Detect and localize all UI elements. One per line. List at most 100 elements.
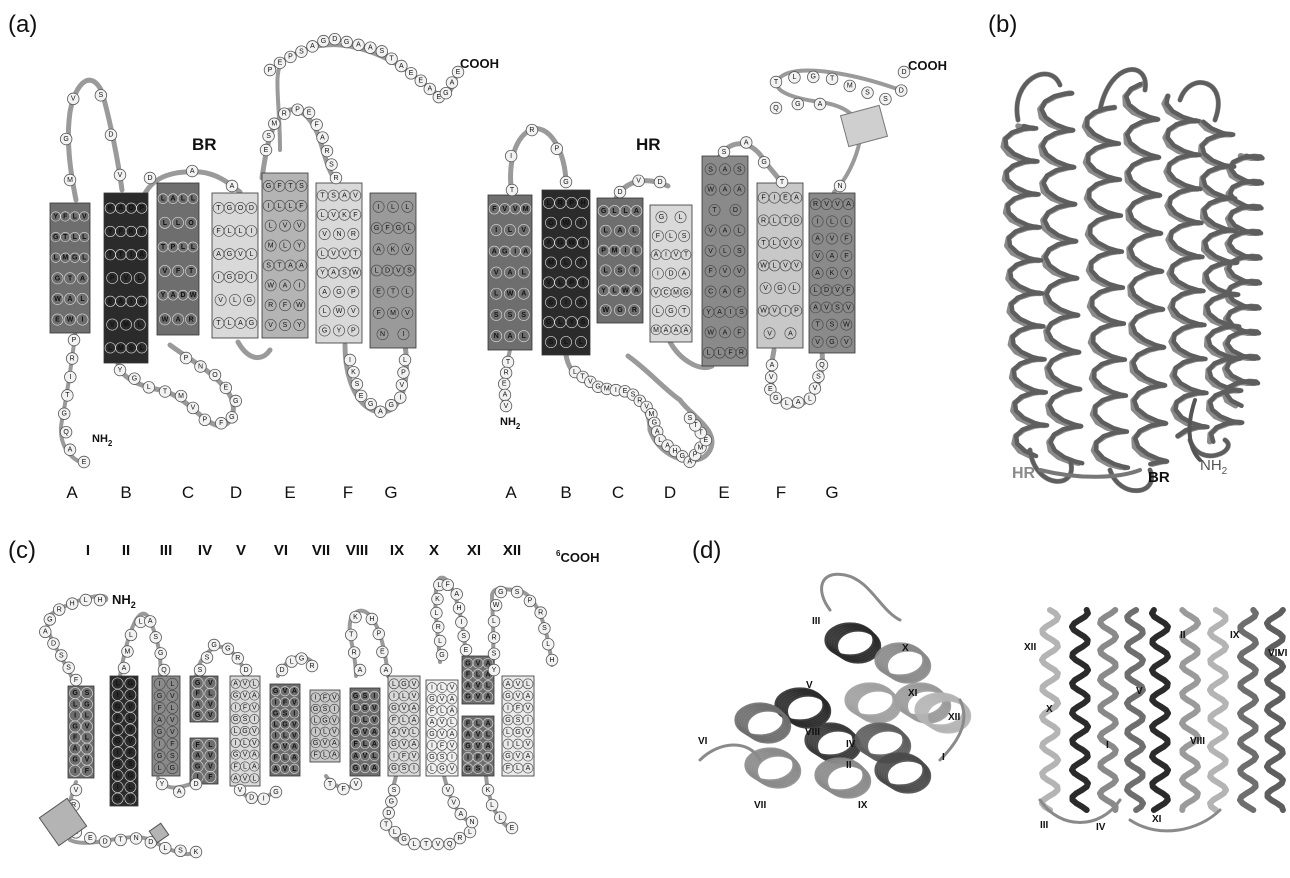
top-view-helix-label: I bbox=[942, 752, 945, 763]
helix-residue-letter: S bbox=[407, 268, 412, 275]
residue-letter: Y bbox=[160, 781, 165, 788]
helix-residue-letter: A bbox=[492, 248, 497, 255]
helix-residue-letter: Y bbox=[108, 228, 113, 235]
helix-residue-letter: F bbox=[273, 755, 278, 762]
residue-letter: V bbox=[191, 405, 196, 412]
top-view-helix-label: IX bbox=[858, 800, 868, 811]
residue-letter: S bbox=[816, 373, 821, 380]
residue-letter: K bbox=[194, 849, 199, 856]
residue-letter: K bbox=[486, 787, 491, 794]
helix-residue-letter: A bbox=[526, 693, 531, 700]
residue-letter: P bbox=[72, 337, 77, 344]
helix-residue-letter: G bbox=[465, 743, 471, 750]
helix-residue-letter: A bbox=[115, 726, 120, 733]
hr-ribbon-label: HR bbox=[1012, 465, 1036, 482]
helix-residue-letter: G bbox=[195, 712, 201, 719]
residue-letter: R bbox=[491, 634, 496, 641]
helix-residue-letter: L bbox=[737, 227, 741, 234]
helix-residue-letter: F bbox=[195, 742, 200, 749]
helix-residue-letter: L bbox=[138, 275, 143, 282]
hr-helix-f: FIEARLTDTLVVWLVVVGLWVIPVA bbox=[757, 183, 803, 348]
helix-residue-letter: S bbox=[549, 299, 554, 306]
br-residue: A bbox=[365, 42, 377, 54]
helix-residue-letter: L bbox=[283, 243, 287, 250]
helix-residue-letter: I bbox=[298, 282, 300, 289]
helix-residue-letter: G bbox=[353, 765, 359, 772]
residue-letter: S bbox=[461, 633, 466, 640]
residue-letter: I bbox=[69, 374, 71, 381]
helix-residue-letter: F bbox=[353, 212, 357, 219]
br-residue: E bbox=[220, 382, 232, 394]
residue-letter: E bbox=[264, 147, 269, 154]
helix-residue-letter: F bbox=[157, 705, 161, 712]
side-view-helix-label: XI bbox=[1152, 814, 1162, 825]
helix-residue-letter: L bbox=[140, 345, 145, 352]
hr-residue: A bbox=[792, 397, 804, 409]
residue-letter: P bbox=[268, 67, 273, 74]
residue-letter: D bbox=[51, 640, 56, 647]
helix-residue-letter: M bbox=[653, 327, 659, 334]
helix-residue-letter: I bbox=[467, 754, 469, 761]
helix-residue-letter: F bbox=[737, 289, 741, 296]
helix-residue-letter: I bbox=[235, 740, 237, 747]
br-residue: T bbox=[62, 390, 74, 402]
helix-residue-letter: T bbox=[288, 183, 293, 190]
helix-residue-letter: F bbox=[208, 774, 213, 781]
c-residue: S bbox=[63, 662, 75, 674]
hr-residue: N bbox=[834, 180, 846, 192]
helix-residue-letter: G bbox=[55, 275, 61, 282]
c-residue: R bbox=[53, 604, 65, 616]
helix-residue-letter: I bbox=[130, 252, 132, 259]
helix-residue-letter: A bbox=[273, 766, 278, 773]
hr-topology-diagram: HR FVVMILVAGIAVALLWASSSNALLRPHGWIAGWIMLT… bbox=[488, 58, 947, 502]
helix-residue-letter: S bbox=[266, 262, 271, 269]
c-residue: T bbox=[420, 838, 432, 850]
helix-residue-letter: E bbox=[783, 195, 788, 202]
br-residue: D bbox=[329, 33, 341, 45]
helix-residue-letter: T bbox=[632, 267, 637, 274]
side-view-helix-label: X bbox=[1046, 704, 1053, 715]
helix-residue-letter: A bbox=[292, 688, 297, 695]
residue-letter: L bbox=[792, 74, 796, 81]
residue-letter: T bbox=[774, 79, 779, 86]
residue-letter: T bbox=[830, 76, 835, 83]
residue-letter: M bbox=[271, 121, 277, 128]
c-residue: L bbox=[464, 826, 476, 838]
c-residue: Y bbox=[156, 778, 168, 790]
helix-residue-letter: A bbox=[830, 253, 835, 260]
helix-residue-letter: V bbox=[85, 746, 90, 753]
br-residue: G bbox=[341, 36, 353, 48]
helix-residue-letter: I bbox=[293, 710, 295, 717]
residue-letter: E bbox=[418, 77, 423, 84]
residue-letter: D bbox=[108, 132, 113, 139]
helix-residue-letter: L bbox=[191, 196, 196, 203]
helix-residue-letter: I bbox=[624, 248, 626, 255]
helix-residue-letter: I bbox=[784, 308, 786, 315]
side-view-helix-label: I bbox=[1106, 740, 1109, 751]
helix-residue-letter: G bbox=[429, 754, 434, 761]
br-residue: F bbox=[215, 417, 227, 429]
helix-number: VII bbox=[312, 542, 330, 559]
helix-residue-letter: V bbox=[654, 289, 659, 296]
c-residue: S bbox=[150, 632, 162, 644]
helix-residue-letter: G bbox=[157, 753, 162, 760]
helix-residue-letter: L bbox=[632, 228, 637, 235]
br-residue: I bbox=[344, 354, 356, 366]
helix-residue-letter: A bbox=[654, 252, 659, 259]
helix-residue-letter: L bbox=[314, 717, 318, 724]
helix-residue-letter: T bbox=[579, 260, 584, 267]
br-residue: R bbox=[66, 353, 78, 365]
helix-residue-letter: A bbox=[80, 275, 85, 282]
side-view-helix-label: III bbox=[1040, 820, 1049, 831]
br-helix-letter: B bbox=[120, 483, 131, 502]
helix-residue-letter: S bbox=[682, 233, 687, 240]
helix-residue-letter: L bbox=[558, 319, 563, 326]
helix-residue-letter: S bbox=[508, 312, 513, 319]
hr-title: HR bbox=[636, 135, 661, 154]
helix-residue-letter: V bbox=[85, 723, 90, 730]
residue-letter: D bbox=[332, 36, 337, 43]
side-view-helix bbox=[1072, 610, 1088, 810]
br-helix-letter-row: ABCDEFG bbox=[66, 483, 397, 502]
helix-residue-letter: G bbox=[72, 757, 78, 764]
helix-residue-letter: S bbox=[331, 193, 336, 200]
